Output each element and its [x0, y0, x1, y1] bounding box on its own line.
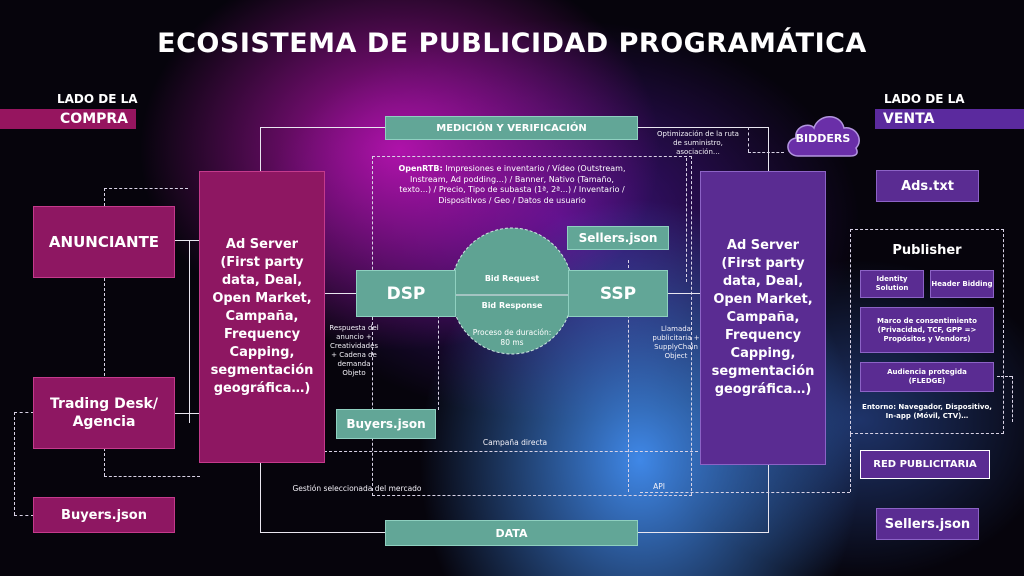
api-text: API: [653, 482, 665, 491]
openrtb-text: OpenRTB: Impresiones e inventario / Víde…: [394, 164, 630, 206]
connector-line: [175, 413, 199, 414]
inner-dotted-frame: [372, 156, 692, 496]
connector-line: [189, 240, 190, 423]
dashed-connector: [748, 127, 749, 152]
dashed-connector: [104, 476, 200, 477]
buyers-json-left-box: Buyers.json: [33, 497, 175, 533]
marco-box: Marco de consentimiento (Privacidad, TCF…: [860, 307, 994, 353]
ssp-box: SSP: [568, 270, 668, 317]
audiencia-box: Audiencia protegida (FLEDGE): [860, 362, 994, 392]
dashed-connector: [14, 412, 15, 515]
campana-directa-text: Campaña directa: [482, 438, 548, 447]
dashed-connector: [686, 158, 687, 282]
buy-side-label: LADO DE LA: [57, 92, 138, 106]
dashed-connector: [1012, 376, 1013, 422]
sell-side-label: LADO DE LA: [884, 92, 965, 106]
ad-server-buy-box: Ad Server (First party data, Deal, Open …: [199, 171, 325, 463]
llamada-text: Llamada publicitaria + SupplyChain Objec…: [652, 325, 700, 360]
dashed-connector: [628, 260, 629, 492]
buyers-json-center-box: Buyers.json: [336, 409, 436, 439]
ads-txt-box: Ads.txt: [876, 170, 979, 202]
identity-box: Identity Solution: [860, 270, 924, 298]
dsp-box: DSP: [356, 270, 456, 317]
entorno-text: Entorno: Navegador, Dispositivo, In-app …: [862, 403, 992, 420]
optimizacion-text: Optimización de la ruta de suministro, a…: [657, 130, 739, 156]
sellers-json-right-box: Sellers.json: [876, 508, 979, 540]
gestion-text: Gestión seleccionada del mercado: [292, 484, 422, 493]
connector-line: [668, 293, 700, 294]
cloud-icon: [787, 116, 860, 157]
dashed-connector: [14, 515, 34, 516]
openrtb-details: Impresiones e inventario / Vídeo (Outstr…: [399, 164, 626, 205]
medicion-box: MEDICIÓN Y VERIFICACIÓN: [385, 116, 638, 140]
dashed-connector: [997, 376, 1012, 377]
respuesta-text: Respuesta del anuncio + Creatividades + …: [329, 324, 379, 377]
dashed-connector: [640, 492, 850, 493]
buy-side-band: COMPRA: [0, 109, 136, 129]
publisher-label: Publisher: [892, 243, 962, 258]
proceso-label: Proceso de duración: 80 ms: [472, 328, 552, 347]
trading-desk-box: Trading Desk/ Agencia: [33, 377, 175, 449]
bid-request-label: Bid Request: [484, 274, 540, 283]
page-title: ECOSISTEMA DE PUBLICIDAD PROGRAMÁTICA: [157, 28, 867, 59]
dashed-connector: [104, 188, 105, 476]
sellers-json-center-box: Sellers.json: [567, 226, 669, 250]
connector-line: [175, 240, 199, 241]
dashed-connector: [438, 300, 439, 410]
dashed-connector: [850, 434, 851, 492]
ad-server-sell-box: Ad Server (First party data, Deal, Open …: [700, 171, 826, 465]
dashed-connector: [748, 152, 784, 153]
sell-side-band: VENTA: [875, 109, 1024, 129]
openrtb-label: OpenRTB:: [398, 164, 443, 173]
bid-response-label: Bid Response: [481, 301, 543, 310]
data-box: DATA: [385, 520, 638, 546]
header-bidding-box: Header Bidding: [930, 270, 994, 298]
dashed-connector: [104, 188, 188, 189]
connector-line: [325, 293, 356, 294]
anunciante-box: ANUNCIANTE: [33, 206, 175, 278]
dashed-connector: [324, 451, 698, 452]
dashed-connector: [14, 412, 34, 413]
red-publicitaria-box: RED PUBLICITARIA: [860, 450, 990, 479]
bidders-label: BIDDERS: [795, 132, 851, 145]
publisher-frame: [850, 229, 1004, 434]
